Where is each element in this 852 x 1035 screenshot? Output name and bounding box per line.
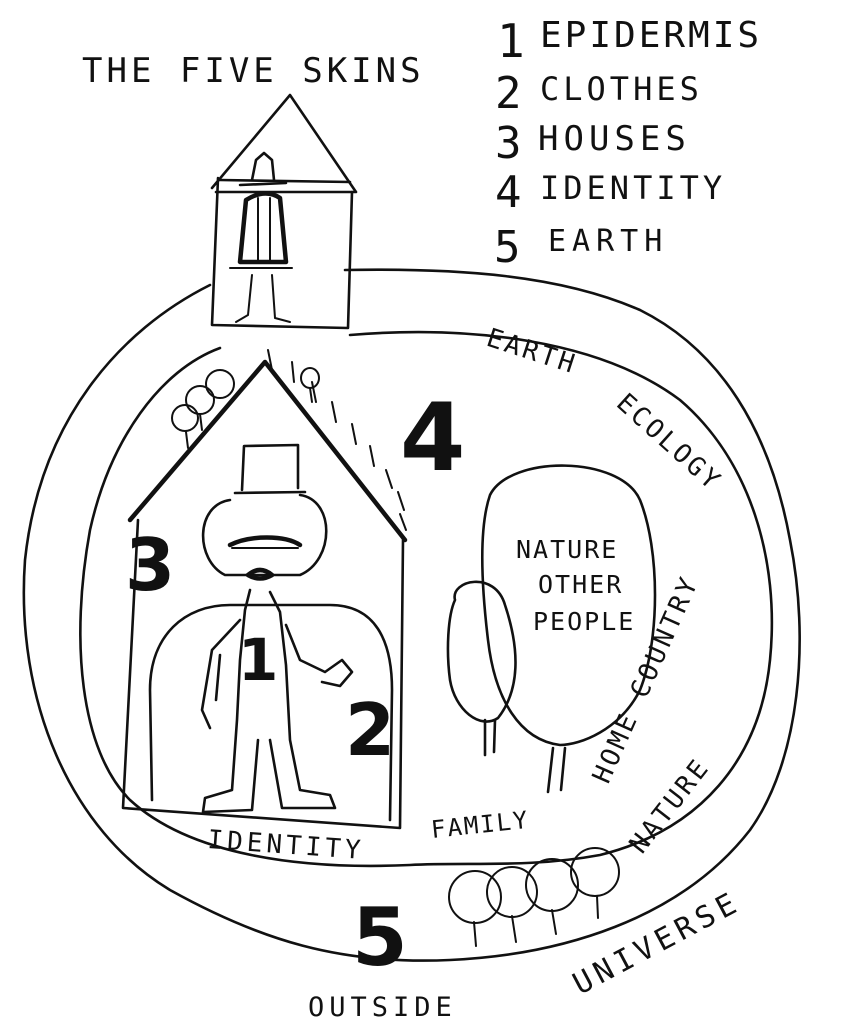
bottom-trees — [448, 847, 620, 947]
label-nature-outer: NATURE — [624, 753, 717, 860]
number-3: 3 — [125, 523, 175, 607]
legend-number: 4 — [495, 167, 522, 218]
number-4: 4 — [400, 384, 465, 493]
label-identity: IDENTITY — [207, 825, 366, 866]
clothes-outline — [148, 603, 394, 822]
number-1: 1 — [238, 626, 278, 694]
legend-label: CLOTHES — [540, 70, 703, 108]
label-people: PEOPLE — [533, 607, 635, 636]
label-home-country: HOME COUNTRY — [587, 571, 705, 788]
number-5: 5 — [352, 891, 408, 984]
central-figure — [200, 443, 354, 814]
legend-label: IDENTITY — [540, 169, 726, 207]
label-family: FAMILY — [430, 806, 531, 844]
number-2: 2 — [345, 688, 395, 772]
legend-label: HOUSES — [538, 119, 691, 159]
earth-outer-oval — [22, 268, 801, 962]
label-nature-inner: NATURE — [516, 535, 618, 564]
legend: 1 EPIDERMIS 2 CLOTHES 3 HOUSES 4 IDENTIT… — [494, 14, 762, 273]
legend-number: 5 — [494, 222, 521, 273]
label-universe: UNIVERSE — [567, 885, 746, 1003]
small-house — [210, 93, 358, 330]
nature-trees — [446, 464, 657, 794]
diagram-title: THE FIVE SKINS — [82, 51, 425, 91]
legend-number: 1 — [497, 14, 525, 68]
legend-label: EARTH — [548, 224, 668, 259]
label-other: OTHER — [538, 570, 623, 599]
label-outside: OUTSIDE — [308, 992, 457, 1023]
legend-number: 2 — [495, 68, 522, 119]
label-earth: EARTH — [483, 323, 581, 380]
identity-inner-oval — [79, 330, 774, 868]
big-house — [121, 349, 408, 830]
legend-number: 3 — [495, 118, 522, 169]
legend-label: EPIDERMIS — [540, 15, 762, 56]
label-ecology: ECOLOGY — [610, 388, 727, 498]
